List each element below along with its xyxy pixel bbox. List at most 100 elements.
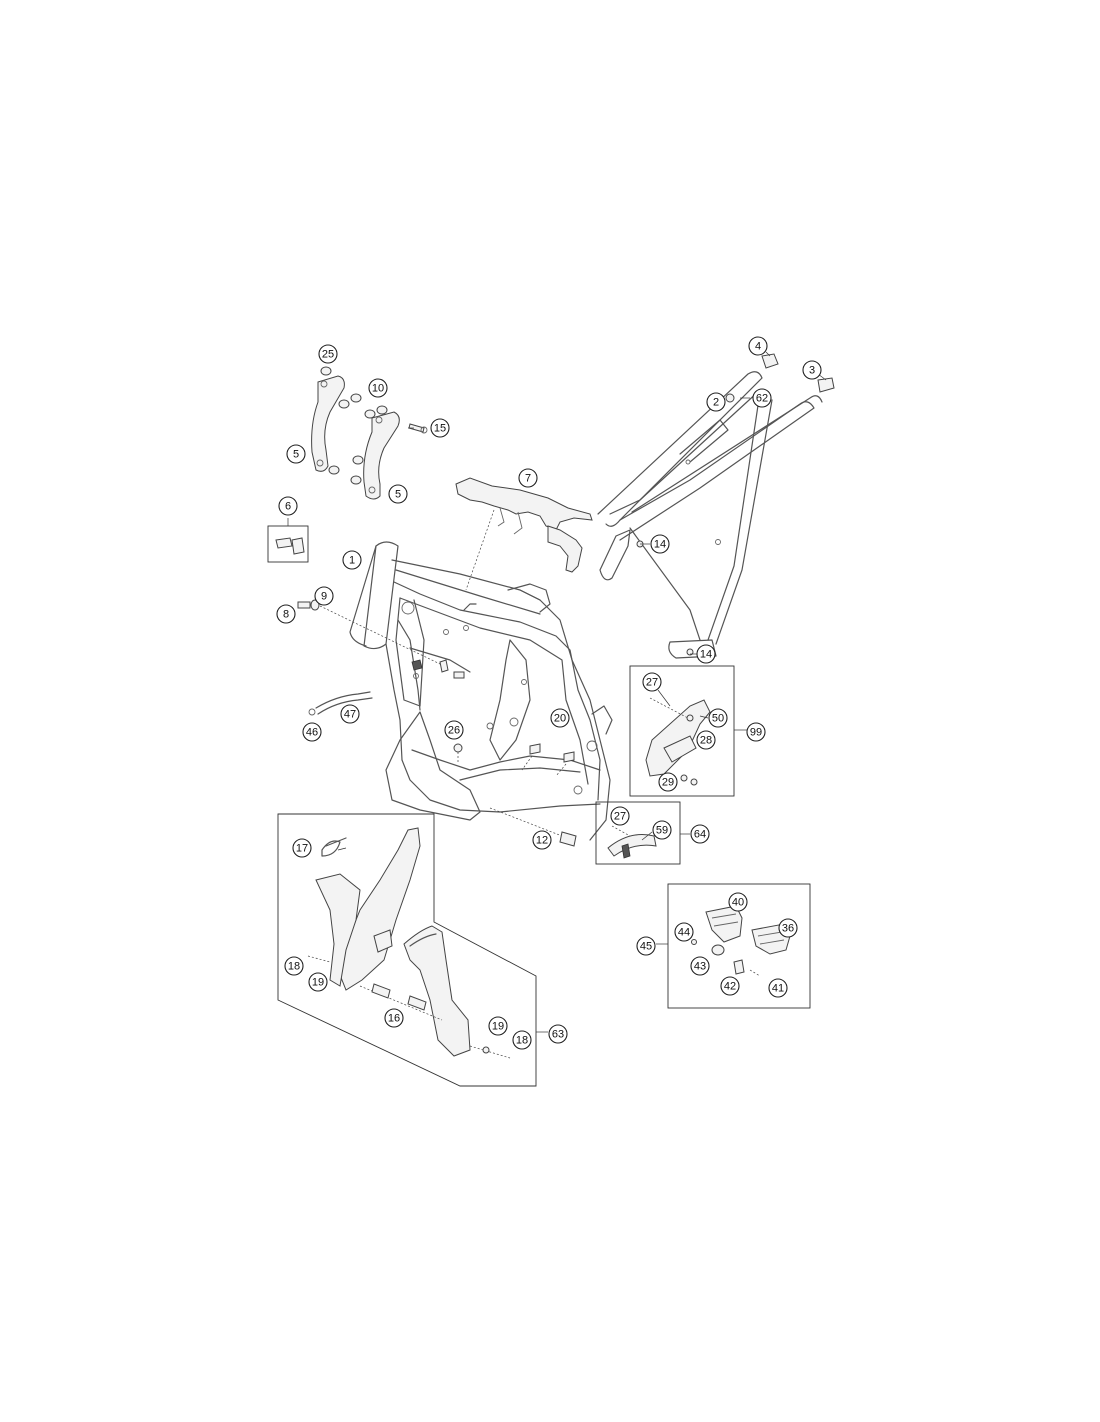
callout-circle: [728, 892, 748, 912]
callout-circle: [706, 392, 726, 412]
callout-number: 9: [321, 591, 327, 603]
callout-26: 26: [444, 720, 464, 740]
callout-number: 19: [492, 1021, 504, 1033]
callout-number: 17: [296, 843, 308, 855]
callout-circle: [696, 730, 716, 750]
callout-27b: 27: [610, 806, 630, 826]
callout-5a: 5: [286, 444, 306, 464]
callout-25: 25: [318, 344, 338, 364]
callout-46: 46: [302, 722, 322, 742]
callout-45: 45: [636, 936, 656, 956]
callout-64: 64: [690, 824, 710, 844]
callout-circle: [342, 550, 362, 570]
callout-circle: [610, 806, 630, 826]
callout-circle: [444, 720, 464, 740]
callout-circle: [302, 722, 322, 742]
callout-number: 59: [656, 825, 668, 837]
callout-6: 6: [278, 496, 298, 516]
callout-number: 19: [312, 977, 324, 989]
callout-circle: [802, 360, 822, 380]
tank-bracket: [455, 477, 593, 591]
box-99: [629, 665, 748, 797]
callout-circle: [658, 772, 678, 792]
cable-part: [308, 691, 373, 716]
callout-circle: [308, 972, 328, 992]
callout-10: 10: [368, 378, 388, 398]
callout-number: 15: [434, 423, 446, 435]
main-frame: [349, 541, 613, 841]
callout-circle: [650, 534, 670, 554]
callout-3: 3: [802, 360, 822, 380]
callout-18a: 18: [284, 956, 304, 976]
callout-circle: [708, 708, 728, 728]
callout-circle: [696, 644, 716, 664]
callout-14b: 14: [696, 644, 716, 664]
box-64: [595, 801, 690, 865]
callout-number: 28: [700, 735, 712, 747]
callout-circle: [532, 830, 552, 850]
callout-circle: [512, 1030, 532, 1050]
callout-7: 7: [518, 468, 538, 488]
callout-circle: [292, 838, 312, 858]
engine-mount-plates: [311, 366, 428, 500]
callout-circle: [388, 484, 408, 504]
callout-47: 47: [340, 704, 360, 724]
callout-number: 16: [388, 1013, 400, 1025]
callout-circle: [488, 1016, 508, 1036]
callout-number: 50: [712, 713, 724, 725]
callout-42: 42: [720, 976, 740, 996]
callout-circle: [276, 604, 296, 624]
callout-36: 36: [778, 918, 798, 938]
head-bolts: [297, 599, 465, 679]
callout-number: 46: [306, 727, 318, 739]
callout-8: 8: [276, 604, 296, 624]
callout-number: 8: [283, 609, 289, 621]
callout-1: 1: [342, 550, 362, 570]
callout-62: 62: [752, 388, 772, 408]
callout-44: 44: [674, 922, 694, 942]
callout-number: 18: [516, 1035, 528, 1047]
callout-circle: [368, 378, 388, 398]
callout-4: 4: [748, 336, 768, 356]
callout-number: 18: [288, 961, 300, 973]
rear-subframe: [597, 353, 835, 659]
callout-number: 26: [448, 725, 460, 737]
callout-20: 20: [550, 708, 570, 728]
callout-number: 64: [694, 829, 706, 841]
callout-circle: [636, 936, 656, 956]
callout-number: 40: [732, 897, 744, 909]
callout-63: 63: [548, 1024, 568, 1044]
callout-number: 42: [724, 981, 736, 993]
callout-14a: 14: [650, 534, 670, 554]
callout-29: 29: [658, 772, 678, 792]
callout-circle: [340, 704, 360, 724]
callout-number: 14: [654, 539, 666, 551]
callout-circle: [286, 444, 306, 464]
callout-circle: [318, 344, 338, 364]
callout-number: 29: [662, 777, 674, 789]
callout-circle: [652, 820, 672, 840]
callout-circle: [430, 418, 450, 438]
callout-circle: [642, 672, 662, 692]
callout-59: 59: [652, 820, 672, 840]
callout-number: 7: [525, 473, 531, 485]
callout-circle: [548, 1024, 568, 1044]
callout-27a: 27: [642, 672, 662, 692]
callout-19b: 19: [488, 1016, 508, 1036]
callout-number: 5: [395, 489, 401, 501]
part-6-box: [267, 518, 309, 563]
callout-number: 27: [646, 677, 658, 689]
callout-number: 6: [285, 501, 291, 513]
callout-number: 63: [552, 1029, 564, 1041]
callout-number: 44: [678, 927, 690, 939]
callout-number: 36: [782, 923, 794, 935]
callout-41: 41: [768, 978, 788, 998]
callout-circle: [748, 336, 768, 356]
callout-circle: [690, 824, 710, 844]
callout-9: 9: [314, 586, 334, 606]
callout-43: 43: [690, 956, 710, 976]
small-fasteners: [453, 743, 575, 777]
callout-circle: [752, 388, 772, 408]
callout-15: 15: [430, 418, 450, 438]
